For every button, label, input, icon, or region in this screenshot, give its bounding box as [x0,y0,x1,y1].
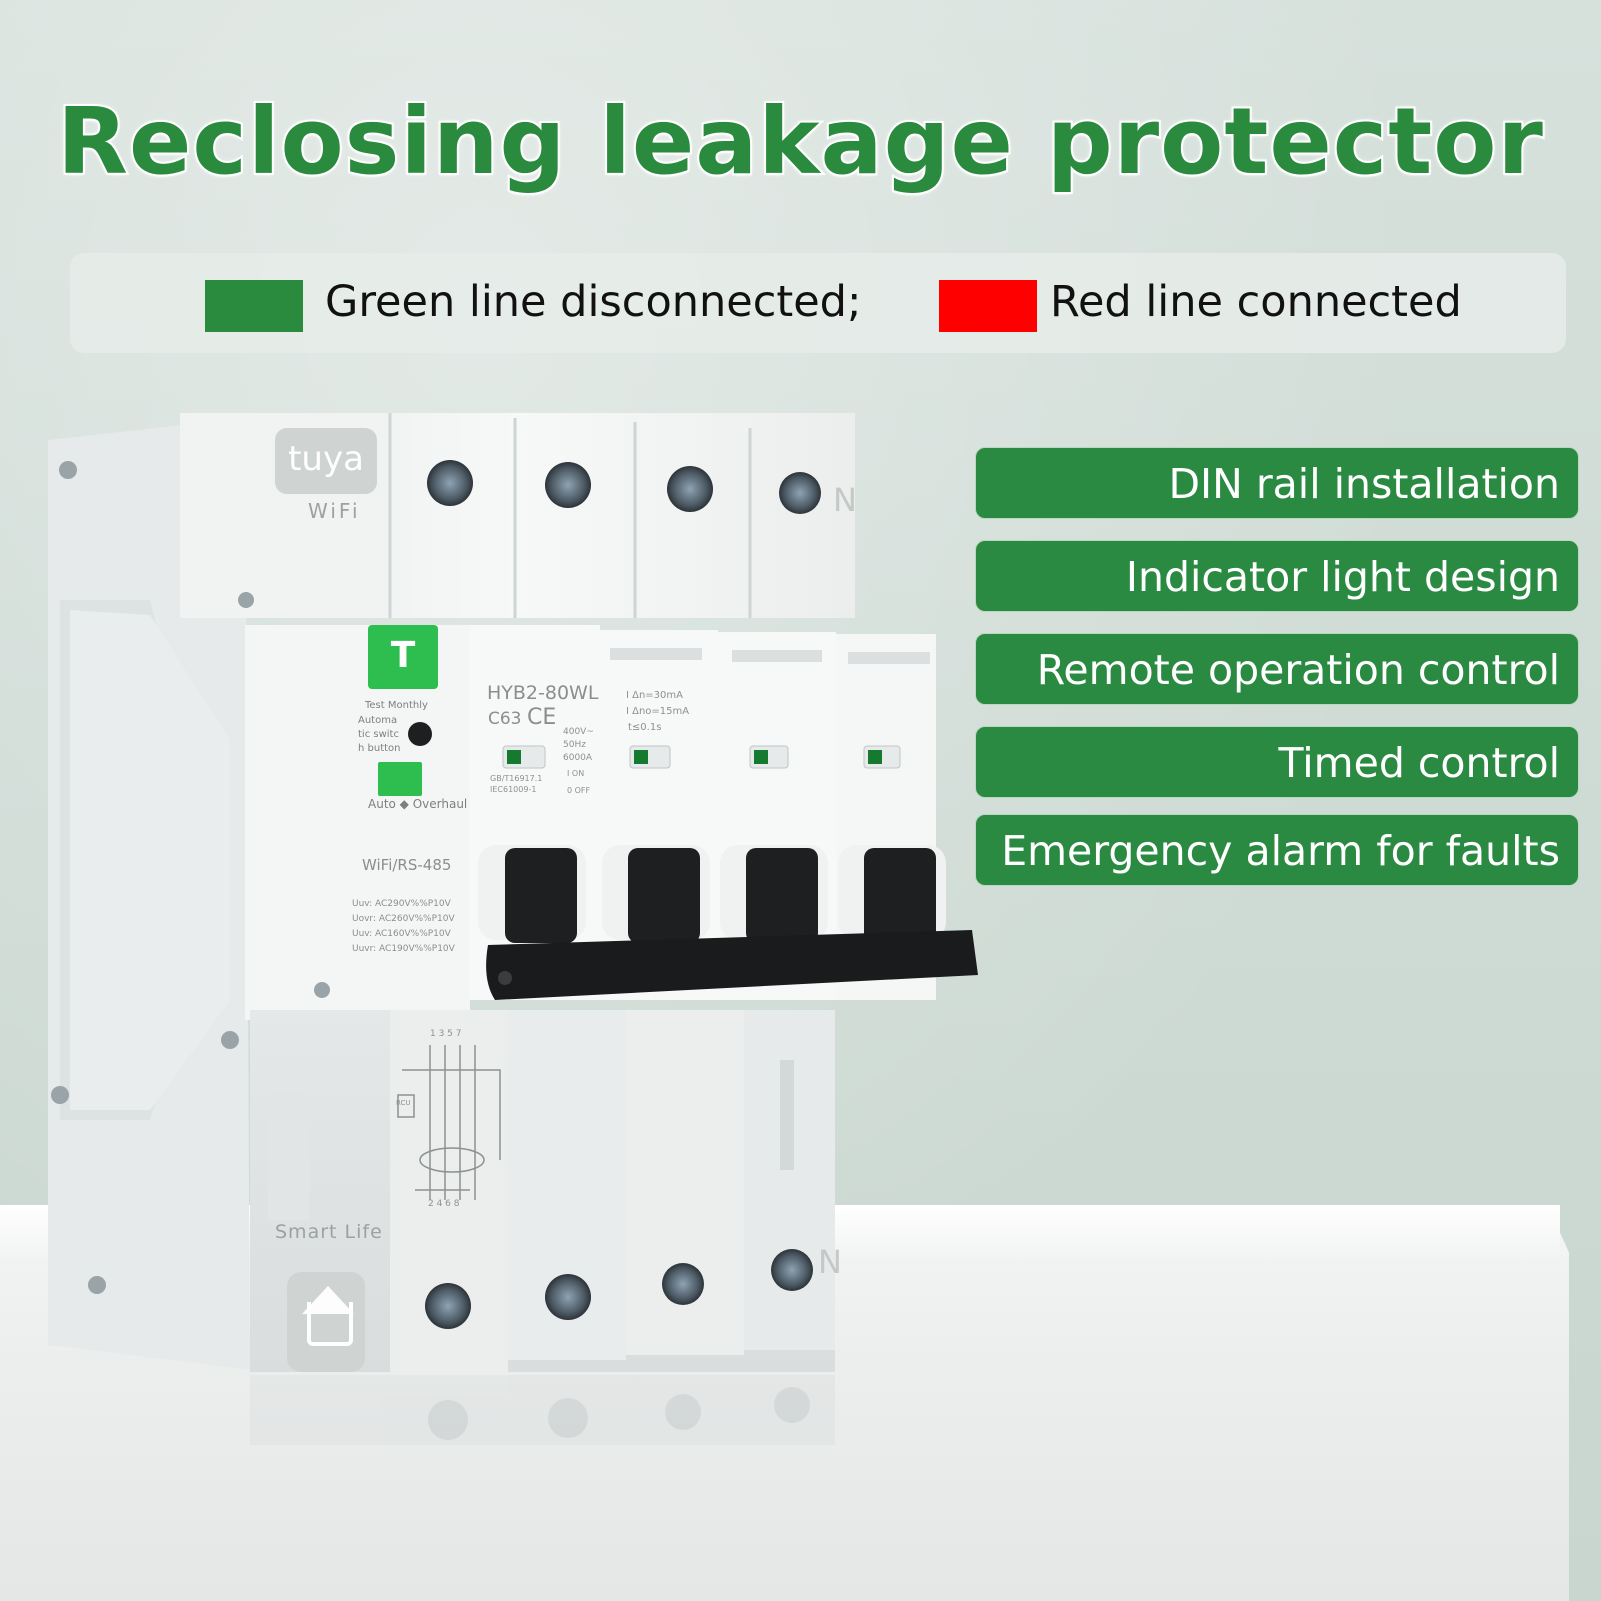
standard-2-label: IEC61009-1 [490,785,537,794]
breaking-label: 6000A [563,753,593,763]
feature-timed-control: Timed control [975,726,1579,798]
tuya-logo: tuya [275,428,377,494]
auto-switch-button-icon[interactable] [408,722,432,746]
green-legend-label: Green line disconnected; [325,277,862,327]
page-title: Reclosing leakage protector [55,86,1545,197]
neutral-mark-bottom: N [818,1243,842,1281]
comm-label: WiFi/RS-485 [362,856,452,874]
smart-life-label: Smart Life [275,1221,383,1243]
spec-line-1: Uuv: AC290V%%P10V [352,899,451,909]
mode-switch[interactable] [378,762,422,796]
standard-1-label: GB/T16917.1 [490,774,543,783]
model-label: HYB2-80WL [487,682,599,704]
trip-time-label: t≤0.1s [628,722,662,733]
test-button[interactable]: T [368,625,438,689]
wifi-label: WiFi [308,499,361,523]
switch-label-3: h button [358,743,401,754]
test-monthly-label: Test Monthly [365,700,428,711]
feature-emergency-alarm: Emergency alarm for faults [975,814,1579,886]
off-label: 0 OFF [567,786,591,795]
spec-line-4: Uuvr: AC190V%%P10V [352,944,455,954]
ce-mark: CE [527,705,557,730]
green-swatch [205,280,303,332]
leak-no-trip-label: I Δno=15mA [626,706,690,717]
neutral-mark-top: N [833,481,857,519]
terminal-bottom-labels: 2 4 6 8 [428,1199,460,1209]
feature-indicator-light: Indicator light design [975,540,1579,612]
feature-remote-control: Remote operation control [975,633,1579,705]
red-legend-label: Red line connected [1050,277,1462,327]
spec-line-3: Uuv: AC160V%%P10V [352,929,451,939]
leak-current-label: I Δn=30mA [626,690,683,701]
spec-line-2: Uovr: AC260V%%P10V [352,914,455,924]
on-label: I ON [567,769,585,778]
smart-life-home-icon [287,1272,365,1372]
switch-label-1: Automa [358,715,398,726]
frequency-label: 50Hz [563,740,586,750]
voltage-label: 400V~ [563,727,594,737]
mode-label: Auto ◆ Overhaul [368,797,468,811]
red-swatch [939,280,1037,332]
rcu-label: RCU [396,1099,411,1107]
rating-label: C63 [488,709,522,729]
terminal-top-labels: 1 3 5 7 [430,1029,462,1039]
legend-bar: Green line disconnected; Red line connec… [70,253,1566,353]
switch-label-2: tic switc [358,729,399,740]
feature-din-rail: DIN rail installation [975,447,1579,519]
